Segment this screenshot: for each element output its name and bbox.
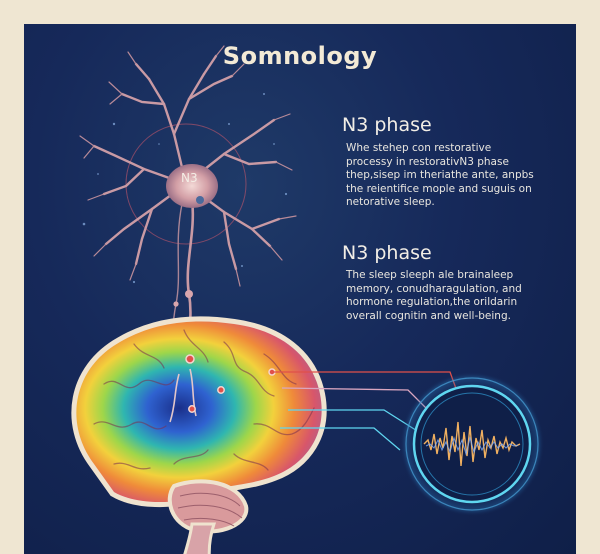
section2-line: memory, conudharagulation, and [346,282,522,295]
section1-line: netorative sleep. [346,196,435,208]
page-title: Somnology [222,42,378,70]
neuron-label: N3 [181,171,198,185]
section2-body: The sleep sleeph ale brainaleep memory, … [346,269,551,323]
section1-line: processy in restorativN3 phase [346,155,509,168]
section1-heading: N3 phase [342,114,432,136]
section2-line: The sleep sleeph ale brainaleep [346,269,514,281]
section2-line: overall cognitin and well-being. [346,309,511,322]
infographic-panel: Somnology [24,24,576,554]
section1-line: the reientifice mople and suguis on [346,182,532,195]
section1-line: Whe stehep con restorative [346,142,492,154]
neuron-icon: N3 [79,45,297,375]
illustration: N3 [71,45,544,554]
brain-icon [71,316,327,554]
section2-line: hormone regulation,the orildarin [346,296,518,308]
section1-body: Whe stehep con restorative processy in r… [346,142,551,210]
eeg-wave-icon [400,372,544,516]
section1-line: thep,sisep im theriathe ante, anpbs [346,169,534,181]
section2-heading: N3 phase [342,242,432,264]
particle-dots [82,93,288,284]
